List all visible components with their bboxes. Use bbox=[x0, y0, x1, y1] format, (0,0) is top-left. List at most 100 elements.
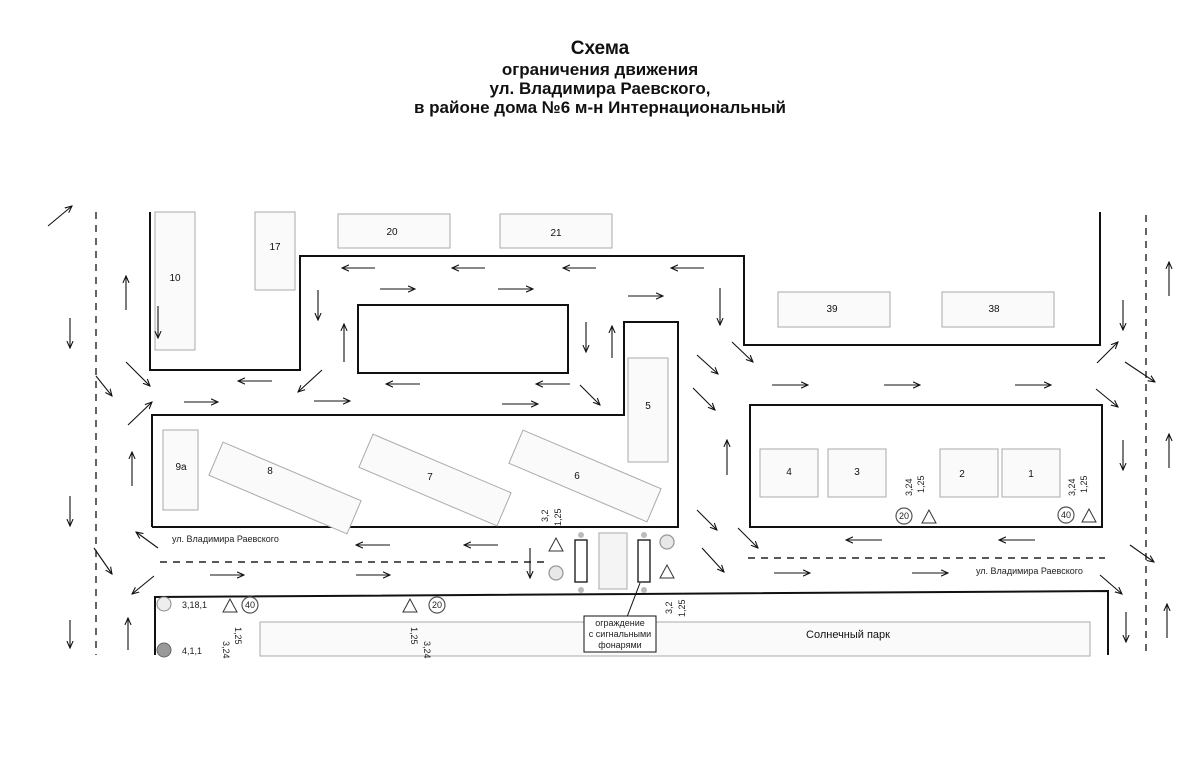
building-38-shape bbox=[941, 291, 1055, 328]
building-17-label: 17 bbox=[269, 242, 281, 253]
speed-value-20-west: 20 bbox=[432, 600, 442, 610]
speed-limit-sign-icon bbox=[241, 596, 259, 614]
building-39-label: 39 bbox=[826, 304, 838, 315]
building-8-shape bbox=[208, 441, 362, 535]
traffic-arrow-icon bbox=[696, 354, 718, 374]
sign-code-32-lower: 3,2 bbox=[664, 601, 674, 614]
park-edge bbox=[154, 589, 1109, 655]
sign-code-324-east-a: 3,24 bbox=[904, 478, 914, 496]
building-2-label: 2 bbox=[959, 469, 965, 480]
sign-code-324-east-b: 3,24 bbox=[1067, 478, 1077, 496]
work-area bbox=[598, 532, 628, 590]
building-7-shape bbox=[358, 433, 512, 527]
title-line-1: Схема bbox=[570, 38, 630, 59]
traffic-arrow-icon bbox=[737, 527, 758, 548]
speed-limit-sign-icon bbox=[895, 507, 913, 525]
road-edges bbox=[149, 212, 1109, 655]
building-21-label: 21 bbox=[550, 228, 562, 239]
speed-sign-values: 20 40 40 20 bbox=[245, 510, 1071, 610]
roadworks-warning-sign-icon bbox=[1081, 507, 1097, 523]
building-10-label: 10 bbox=[169, 273, 181, 284]
fence-right bbox=[637, 539, 651, 583]
street-label-right: ул. Владимира Раевского bbox=[976, 566, 1083, 576]
building-3-label: 3 bbox=[854, 467, 860, 478]
sign-code-411: 4,1,1 bbox=[182, 646, 202, 656]
callout-box bbox=[583, 615, 657, 653]
traffic-arrow-icon bbox=[1129, 544, 1154, 562]
marker-circle-top bbox=[659, 534, 675, 550]
building-7-label: 7 bbox=[427, 472, 433, 483]
sign-code-32-center: 3,2 bbox=[540, 509, 550, 522]
fence-left bbox=[574, 539, 588, 583]
traffic-arrow-icon bbox=[136, 532, 159, 549]
building-8-label: 8 bbox=[267, 466, 273, 477]
building-17-shape bbox=[254, 211, 296, 291]
inner-island bbox=[357, 304, 569, 374]
dashed-lane-lines bbox=[95, 212, 1147, 655]
signal-lamp-icon bbox=[578, 532, 584, 538]
sign-code-125-east-a: 1,25 bbox=[916, 475, 926, 493]
traffic-arrow-icon bbox=[1095, 388, 1118, 407]
traffic-arrow-icon bbox=[579, 384, 600, 405]
traffic-arrow-icon bbox=[1099, 574, 1122, 594]
building-1-shape bbox=[1001, 448, 1061, 498]
roadworks-warning-sign-icon bbox=[402, 597, 418, 613]
traffic-arrow-icon bbox=[95, 375, 112, 396]
sign-code-3181: 3,18,1 bbox=[182, 600, 207, 610]
north-block-edge bbox=[149, 212, 1101, 371]
street-label-left: ул. Владимира Раевского bbox=[172, 534, 279, 544]
building-38-label: 38 bbox=[988, 304, 1000, 315]
straight-only-sign-icon bbox=[156, 642, 172, 658]
roadworks-warning-sign-icon bbox=[659, 563, 675, 579]
title-line-4: в районе дома №6 м-н Интернациональный bbox=[414, 98, 786, 117]
speed-value-40-west: 40 bbox=[245, 600, 255, 610]
sign-code-125-west-a: 1,25 bbox=[233, 627, 243, 645]
buildings bbox=[154, 211, 1091, 657]
title-line-3: ул. Владимира Раевского, bbox=[489, 79, 711, 98]
building-1-label: 1 bbox=[1028, 469, 1034, 480]
traffic-arrow-icon bbox=[127, 402, 152, 426]
speed-limit-sign-icon bbox=[1057, 506, 1075, 524]
roadworks-warning-sign-icon bbox=[548, 536, 564, 552]
traffic-arrow-icon bbox=[47, 206, 72, 227]
speed-value-20-east: 20 bbox=[899, 511, 909, 521]
fence-note-line-1: ограждение bbox=[595, 618, 645, 628]
speed-value-40-east: 40 bbox=[1061, 510, 1071, 520]
sign-code-125-west-b: 1,25 bbox=[409, 627, 419, 645]
traffic-arrow-icon bbox=[93, 547, 112, 574]
title-block: Схема ограничения движения ул. Владимира… bbox=[0, 38, 1200, 117]
building-5-shape bbox=[627, 357, 669, 463]
speed-signs bbox=[241, 506, 1075, 614]
building-10-shape bbox=[154, 211, 196, 351]
building-21-shape bbox=[499, 213, 613, 249]
roadworks-warning-sign-icon bbox=[921, 508, 937, 524]
building-9a-shape bbox=[162, 429, 199, 511]
traffic-arrow-icon bbox=[1124, 361, 1155, 382]
park-shape bbox=[259, 621, 1091, 657]
building-4-label: 4 bbox=[786, 467, 792, 478]
traffic-arrow-icon bbox=[1096, 342, 1118, 364]
building-2-shape bbox=[939, 448, 999, 498]
no-left-turn-sign-icon bbox=[156, 596, 172, 612]
building-4-shape bbox=[759, 448, 819, 498]
traffic-arrow-icon bbox=[696, 509, 717, 530]
sign-code-125-east-b: 1,25 bbox=[1079, 475, 1089, 493]
traffic-arrow-icon bbox=[692, 387, 715, 410]
traffic-arrow-icon bbox=[132, 575, 155, 594]
building-labels: 10 17 20 21 39 38 5 9а 8 7 6 4 3 2 1 bbox=[169, 227, 1034, 483]
fence-note-line-3: фонарями bbox=[598, 640, 641, 650]
title-line-2: ограничения движения bbox=[501, 60, 699, 79]
signal-lamp-icon bbox=[641, 587, 647, 593]
marker-circle-bottom bbox=[548, 565, 564, 581]
building-6-shape bbox=[508, 429, 662, 523]
building-20-label: 20 bbox=[386, 227, 398, 238]
building-5-label: 5 bbox=[645, 401, 651, 412]
building-3-shape bbox=[827, 448, 887, 498]
building-20-shape bbox=[337, 213, 451, 249]
fence-note-line-2: с сигнальными bbox=[589, 629, 651, 639]
sign-code-125-center: 1,25 bbox=[553, 508, 563, 526]
signal-lamps bbox=[578, 532, 647, 593]
building-9a-label: 9а bbox=[175, 462, 187, 473]
sign-code-324-west-b: 3,24 bbox=[422, 641, 432, 659]
building-39-shape bbox=[777, 291, 891, 328]
